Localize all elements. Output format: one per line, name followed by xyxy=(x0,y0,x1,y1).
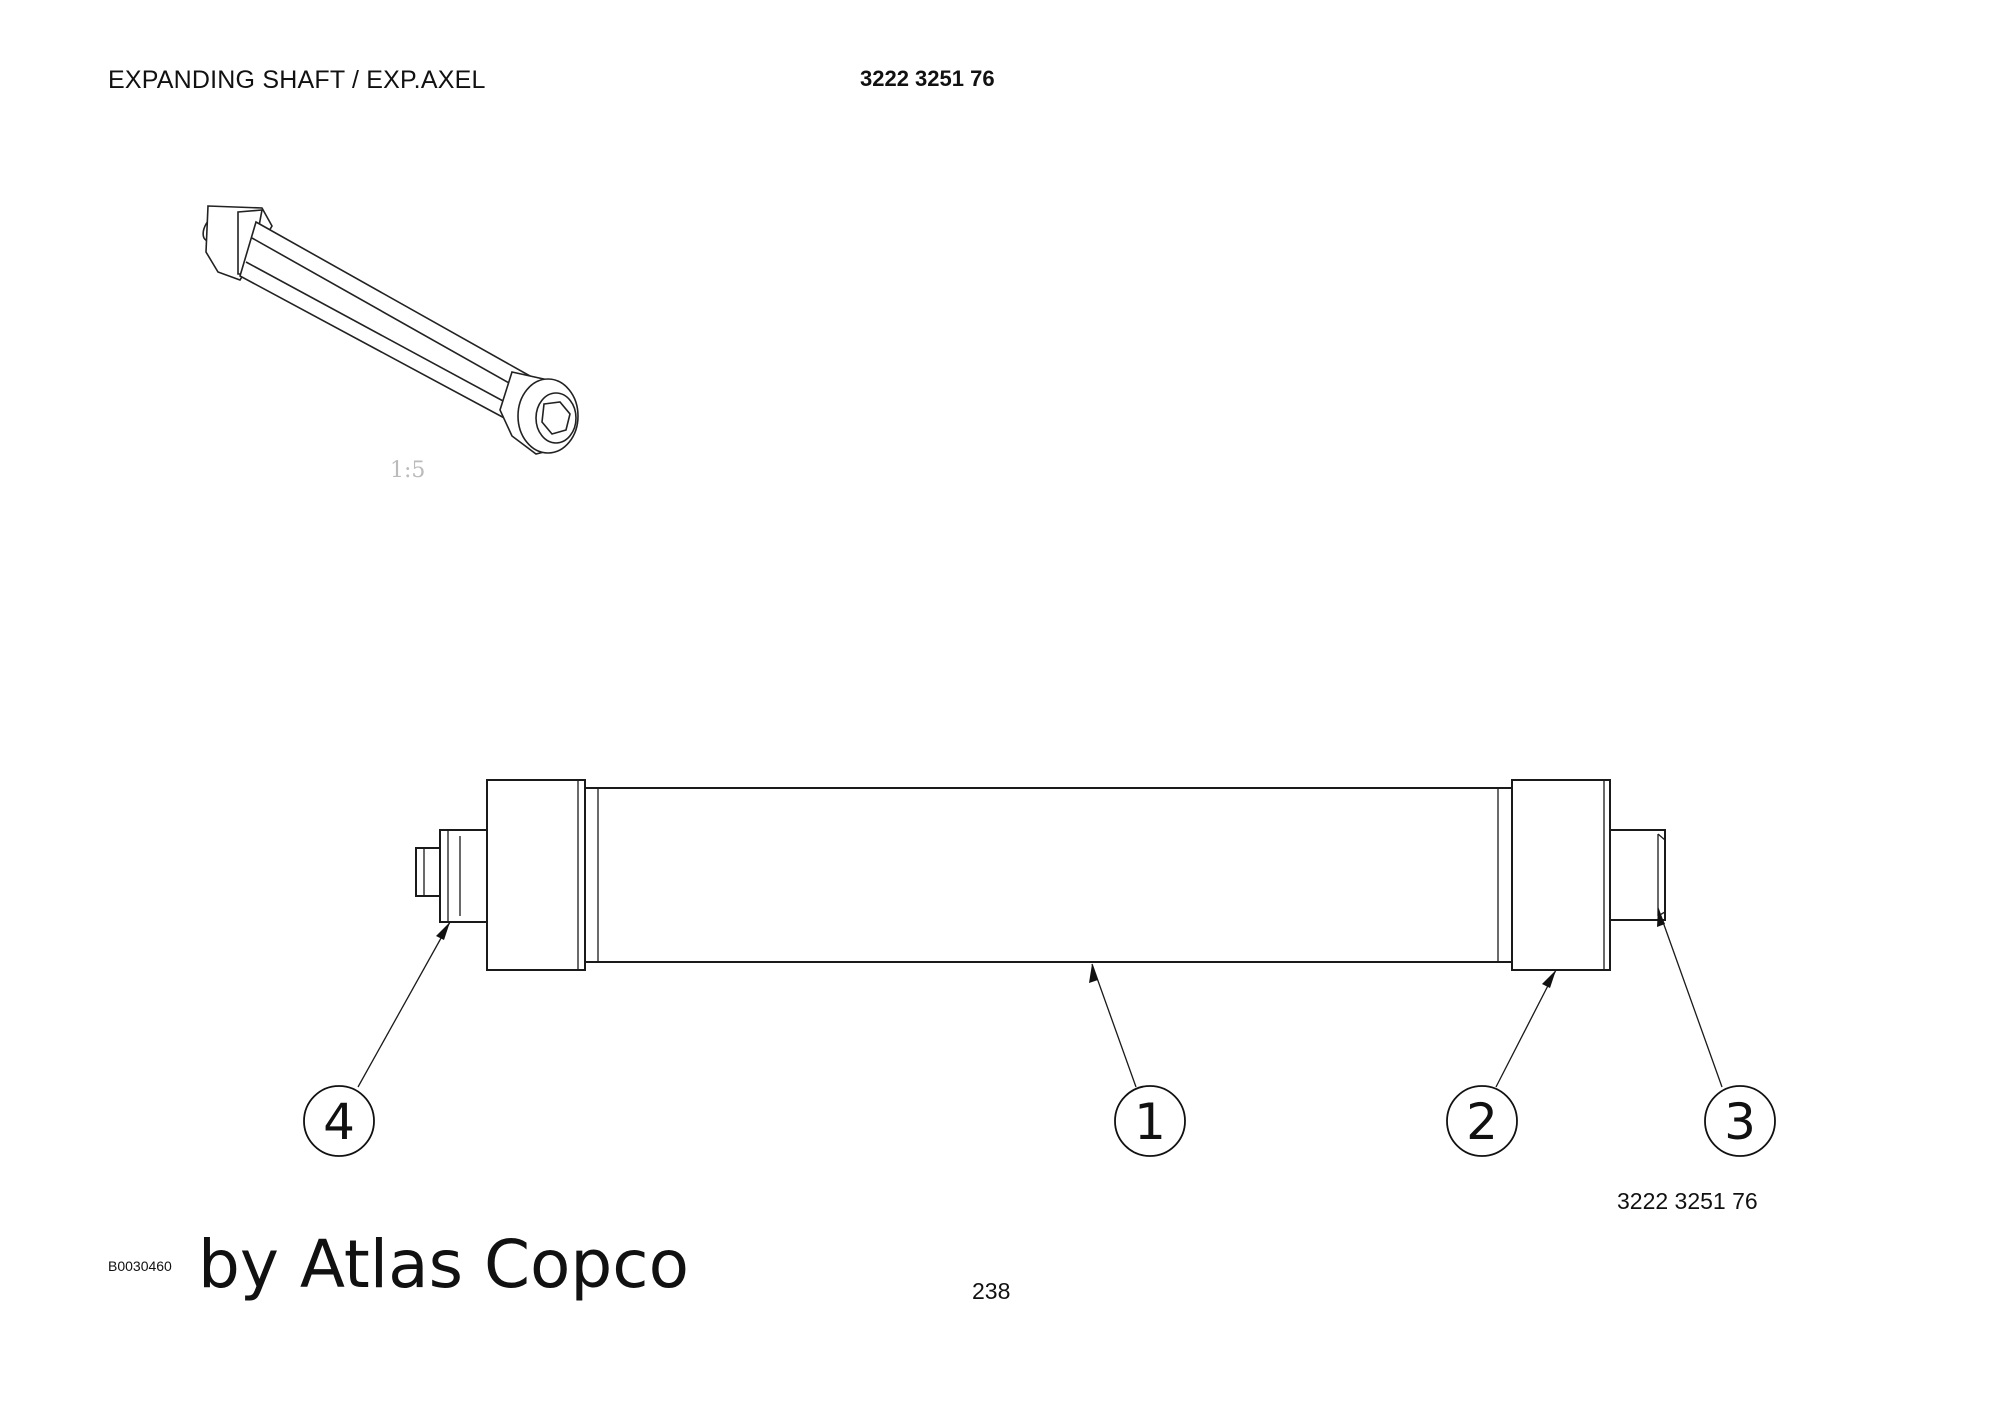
drawing-part-number: 3222 3251 76 xyxy=(1617,1188,1758,1214)
balloon-1: 1 xyxy=(1114,1085,1186,1157)
front-view xyxy=(415,779,1666,971)
header-part-number: 3222 3251 76 xyxy=(860,66,995,91)
leader-lines xyxy=(357,907,1723,1088)
right-collar xyxy=(1511,779,1611,971)
balloon-4: 4 xyxy=(303,1085,375,1157)
hex-nut xyxy=(439,829,488,923)
balloon-4-label: 4 xyxy=(323,1093,355,1151)
balloon-3: 3 xyxy=(1704,1085,1776,1157)
page-number: 238 xyxy=(972,1278,1011,1304)
drawing-code: B0030460 xyxy=(108,1258,172,1274)
balloon-1-label: 1 xyxy=(1134,1093,1166,1151)
scale-label: 1:5 xyxy=(390,458,426,483)
shaft-tube xyxy=(584,787,1513,963)
balloon-2: 2 xyxy=(1446,1085,1518,1157)
balloon-2-label: 2 xyxy=(1466,1093,1498,1151)
document-title: EXPANDING SHAFT / EXP.AXEL xyxy=(108,66,486,94)
isometric-view xyxy=(202,205,579,455)
left-collar xyxy=(486,779,586,971)
journal xyxy=(1609,829,1666,921)
brand-label: by Atlas Copco xyxy=(198,1226,689,1303)
balloon-3-label: 3 xyxy=(1724,1093,1756,1151)
